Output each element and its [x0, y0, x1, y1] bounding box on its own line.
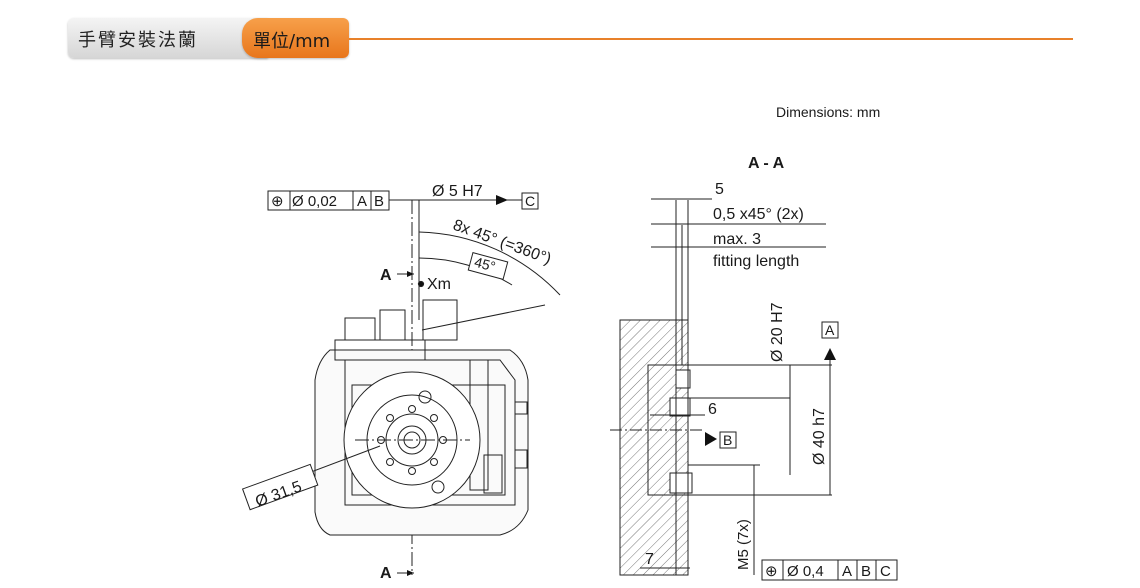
datum-a-box	[821, 321, 839, 339]
datum-a-triangle	[824, 348, 836, 360]
title-tab: 手臂安裝法蘭	[68, 18, 268, 58]
dim-6-label: 6	[708, 401, 717, 418]
left-view	[241, 190, 561, 576]
xm-point	[417, 280, 425, 288]
marker-dot	[418, 390, 432, 404]
right-tol-datum-b: B	[861, 563, 871, 580]
right-tol-symbol: ⊕	[765, 563, 778, 580]
max3-label: max. 3	[713, 231, 761, 248]
outer-label: Ø 40 h7	[811, 408, 828, 465]
right-view	[610, 198, 898, 581]
bore-step	[669, 397, 691, 417]
angle-arc	[418, 257, 513, 286]
dimensions-note: Dimensions: mm	[776, 104, 880, 120]
hole-dim-label: Ø 5 H7	[432, 183, 483, 200]
datum-b-label: B	[723, 432, 732, 448]
top-connector-mid	[379, 309, 406, 341]
section-mark-top: A	[380, 267, 392, 284]
pin-hole	[431, 480, 445, 494]
unit-tab: 單位/mm	[242, 18, 349, 58]
left-tol-value: Ø 0,02	[292, 193, 337, 210]
pattern-arc	[418, 231, 561, 296]
dim-7-label: 7	[645, 551, 654, 568]
angle-box-label: 45°	[473, 254, 498, 275]
left-tolerance-frame	[267, 190, 412, 211]
right-tol-value: Ø 0,4	[787, 563, 824, 580]
thread-label: M5 (7x)	[735, 519, 752, 570]
left-tol-datum-a: A	[357, 193, 367, 210]
section-title: A - A	[748, 155, 785, 172]
left-tol-symbol: ⊕	[271, 193, 284, 210]
xm-label: Xm	[427, 276, 451, 293]
bolt-holes	[377, 405, 447, 475]
angle-leader	[421, 304, 546, 331]
section-mark-bottom: A	[380, 565, 392, 582]
fitting-length-label: fitting length	[713, 253, 799, 270]
pcd-box	[241, 463, 319, 511]
dim-5-label: 5	[715, 181, 724, 198]
page-title: 手臂安裝法蘭	[78, 30, 198, 51]
top-connector-left	[344, 317, 376, 341]
datum-a-label: A	[825, 322, 835, 338]
datum-b-box	[719, 431, 737, 449]
right-tol-datum-c: C	[880, 563, 891, 580]
datum-b-arrow	[705, 432, 717, 446]
side-clip-bottom	[514, 449, 528, 469]
right-tolerance-frame	[761, 559, 898, 581]
bore-label: Ø 20 H7	[769, 302, 786, 362]
datum-c-box	[521, 192, 539, 210]
top-connector-right	[422, 299, 458, 341]
side-clip-top	[514, 401, 528, 415]
datum-c-label: C	[525, 193, 535, 209]
angle-box	[467, 252, 509, 280]
left-tol-datum-b: B	[374, 193, 384, 210]
hole-dim-arrow	[496, 195, 508, 205]
header-bar: 手臂安裝法蘭 單位/mm	[0, 0, 1140, 80]
header-rule	[349, 38, 1073, 40]
chamfer-label: 0,5 x45° (2x)	[713, 206, 804, 223]
thread-hole	[669, 472, 693, 494]
unit-label: 單位/mm	[253, 31, 331, 52]
side-button	[483, 454, 503, 494]
right-tol-datum-a: A	[842, 563, 852, 580]
